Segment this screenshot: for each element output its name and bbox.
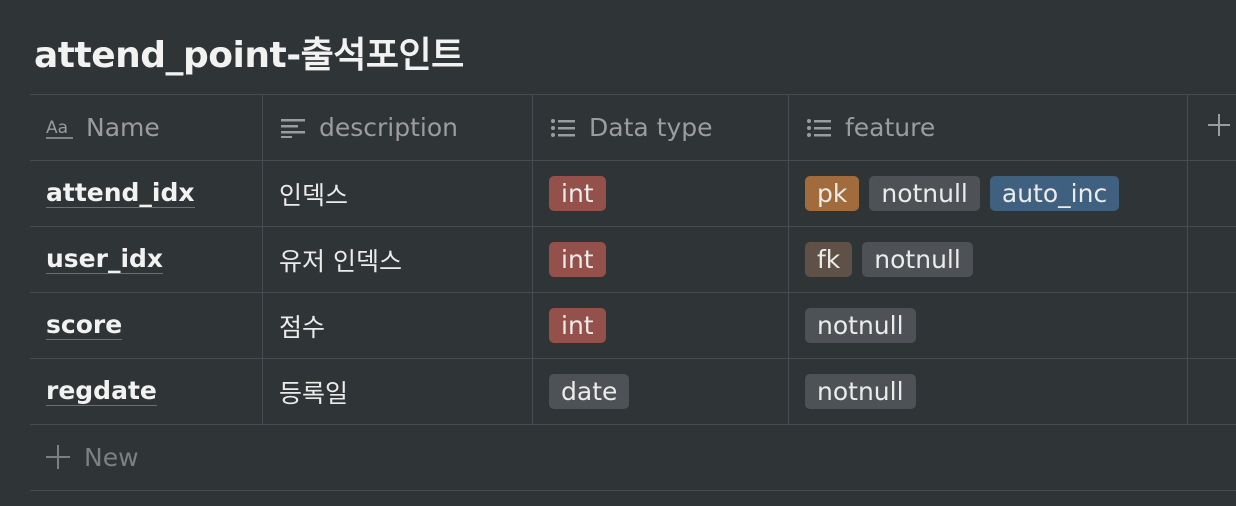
column-header-label: feature (845, 113, 936, 142)
database-table: Aa Name description Data type feature (30, 94, 1236, 491)
feature-tag: notnull (805, 374, 916, 409)
data-type-cell[interactable]: date (533, 359, 789, 424)
row-name[interactable]: regdate (46, 376, 157, 406)
text-lines-icon (279, 114, 307, 142)
data-type-tag: int (549, 242, 606, 277)
column-header-data-type[interactable]: Data type (533, 95, 789, 160)
column-header-description[interactable]: description (263, 95, 533, 160)
feature-tag: auto_inc (989, 176, 1120, 211)
feature-tag: notnull (805, 308, 916, 343)
name-cell[interactable]: attend_idx (30, 161, 263, 226)
table-row[interactable]: user_idx 유저 인덱스 int fk notnull (30, 227, 1236, 293)
feature-cell[interactable]: notnull (789, 293, 1188, 358)
feature-cell[interactable]: notnull (789, 359, 1188, 424)
feature-tag: notnull (862, 242, 973, 277)
row-description: 인덱스 (279, 180, 349, 210)
column-header-label: Data type (589, 113, 713, 142)
description-cell[interactable]: 점수 (263, 293, 533, 358)
table-header-row: Aa Name description Data type feature (30, 95, 1236, 161)
row-name[interactable]: attend_idx (46, 178, 195, 208)
table-row[interactable]: score 점수 int notnull (30, 293, 1236, 359)
feature-cell[interactable]: pk notnull auto_inc (789, 161, 1188, 226)
name-cell[interactable]: regdate (30, 359, 263, 424)
data-type-cell[interactable]: int (533, 293, 789, 358)
table-row[interactable]: regdate 등록일 date notnull (30, 359, 1236, 425)
list-icon (805, 114, 833, 142)
description-cell[interactable]: 유저 인덱스 (263, 227, 533, 292)
text-aa-icon: Aa (46, 114, 74, 142)
data-type-cell[interactable]: int (533, 161, 789, 226)
description-cell[interactable]: 인덱스 (263, 161, 533, 226)
feature-tag: notnull (869, 176, 980, 211)
row-name[interactable]: user_idx (46, 244, 164, 274)
feature-tag: pk (805, 176, 860, 211)
data-type-cell[interactable]: int (533, 227, 789, 292)
feature-cell[interactable]: fk notnull (789, 227, 1188, 292)
svg-text:Aa: Aa (46, 118, 68, 138)
name-cell[interactable]: user_idx (30, 227, 263, 292)
empty-cell (1188, 161, 1236, 226)
plus-icon (46, 444, 72, 471)
description-cell[interactable]: 등록일 (263, 359, 533, 424)
row-description: 유저 인덱스 (279, 246, 402, 276)
data-type-tag: date (549, 374, 630, 409)
data-type-tag: int (549, 176, 606, 211)
column-header-label: description (319, 113, 459, 142)
empty-cell (1188, 227, 1236, 292)
table-row[interactable]: attend_idx 인덱스 int pk notnull auto_inc (30, 161, 1236, 227)
add-column-button[interactable] (1188, 95, 1236, 160)
row-description: 점수 (279, 312, 326, 342)
column-header-name[interactable]: Aa Name (30, 95, 263, 160)
empty-cell (1188, 293, 1236, 358)
new-row-button[interactable]: New (30, 425, 1236, 491)
name-cell[interactable]: score (30, 293, 263, 358)
data-type-tag: int (549, 308, 606, 343)
new-row-label: New (84, 443, 139, 472)
page-title[interactable]: attend_point-출석포인트 (34, 35, 464, 76)
list-icon (549, 114, 577, 142)
empty-cell (1188, 359, 1236, 424)
plus-icon (1208, 113, 1230, 142)
feature-tag: fk (805, 242, 853, 277)
row-name[interactable]: score (46, 310, 123, 340)
column-header-feature[interactable]: feature (789, 95, 1188, 160)
column-header-label: Name (86, 113, 160, 142)
row-description: 등록일 (279, 378, 349, 408)
